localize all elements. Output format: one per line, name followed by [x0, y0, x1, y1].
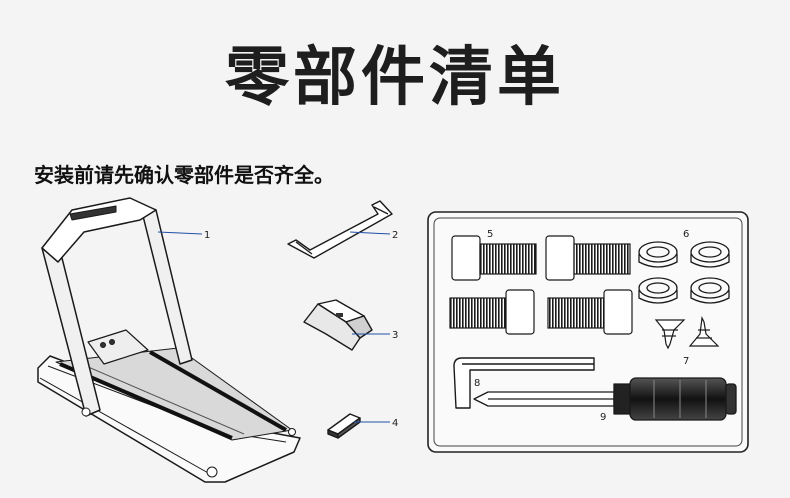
callout-3: 3 [392, 330, 398, 341]
callout-7: 7 [683, 356, 689, 367]
callout-line-2 [349, 231, 391, 235]
callout-9: 9 [600, 412, 606, 423]
screwdriver-illustration [473, 377, 737, 421]
allen-key-illustration [453, 357, 595, 409]
callout-8: 8 [474, 378, 480, 389]
washers-illustration [638, 241, 730, 304]
callout-2: 2 [392, 230, 398, 241]
callout-6: 6 [683, 229, 689, 240]
callout-line-1 [157, 231, 203, 235]
treadmill-frame-illustration [37, 197, 301, 483]
pad-illustration [327, 413, 361, 439]
bracket-illustration [303, 299, 373, 351]
page-title: 零部件清单 [225, 40, 565, 115]
callout-1: 1 [204, 230, 210, 241]
bolts-illustration [449, 235, 633, 335]
handle-bar-illustration [287, 200, 393, 259]
callout-5: 5 [487, 229, 493, 240]
screws-illustration [654, 315, 720, 350]
hardware-panel-inner [433, 217, 743, 447]
instruction-text: 安装前请先确认零部件是否齐全。 [34, 163, 334, 187]
callout-4: 4 [392, 418, 398, 429]
